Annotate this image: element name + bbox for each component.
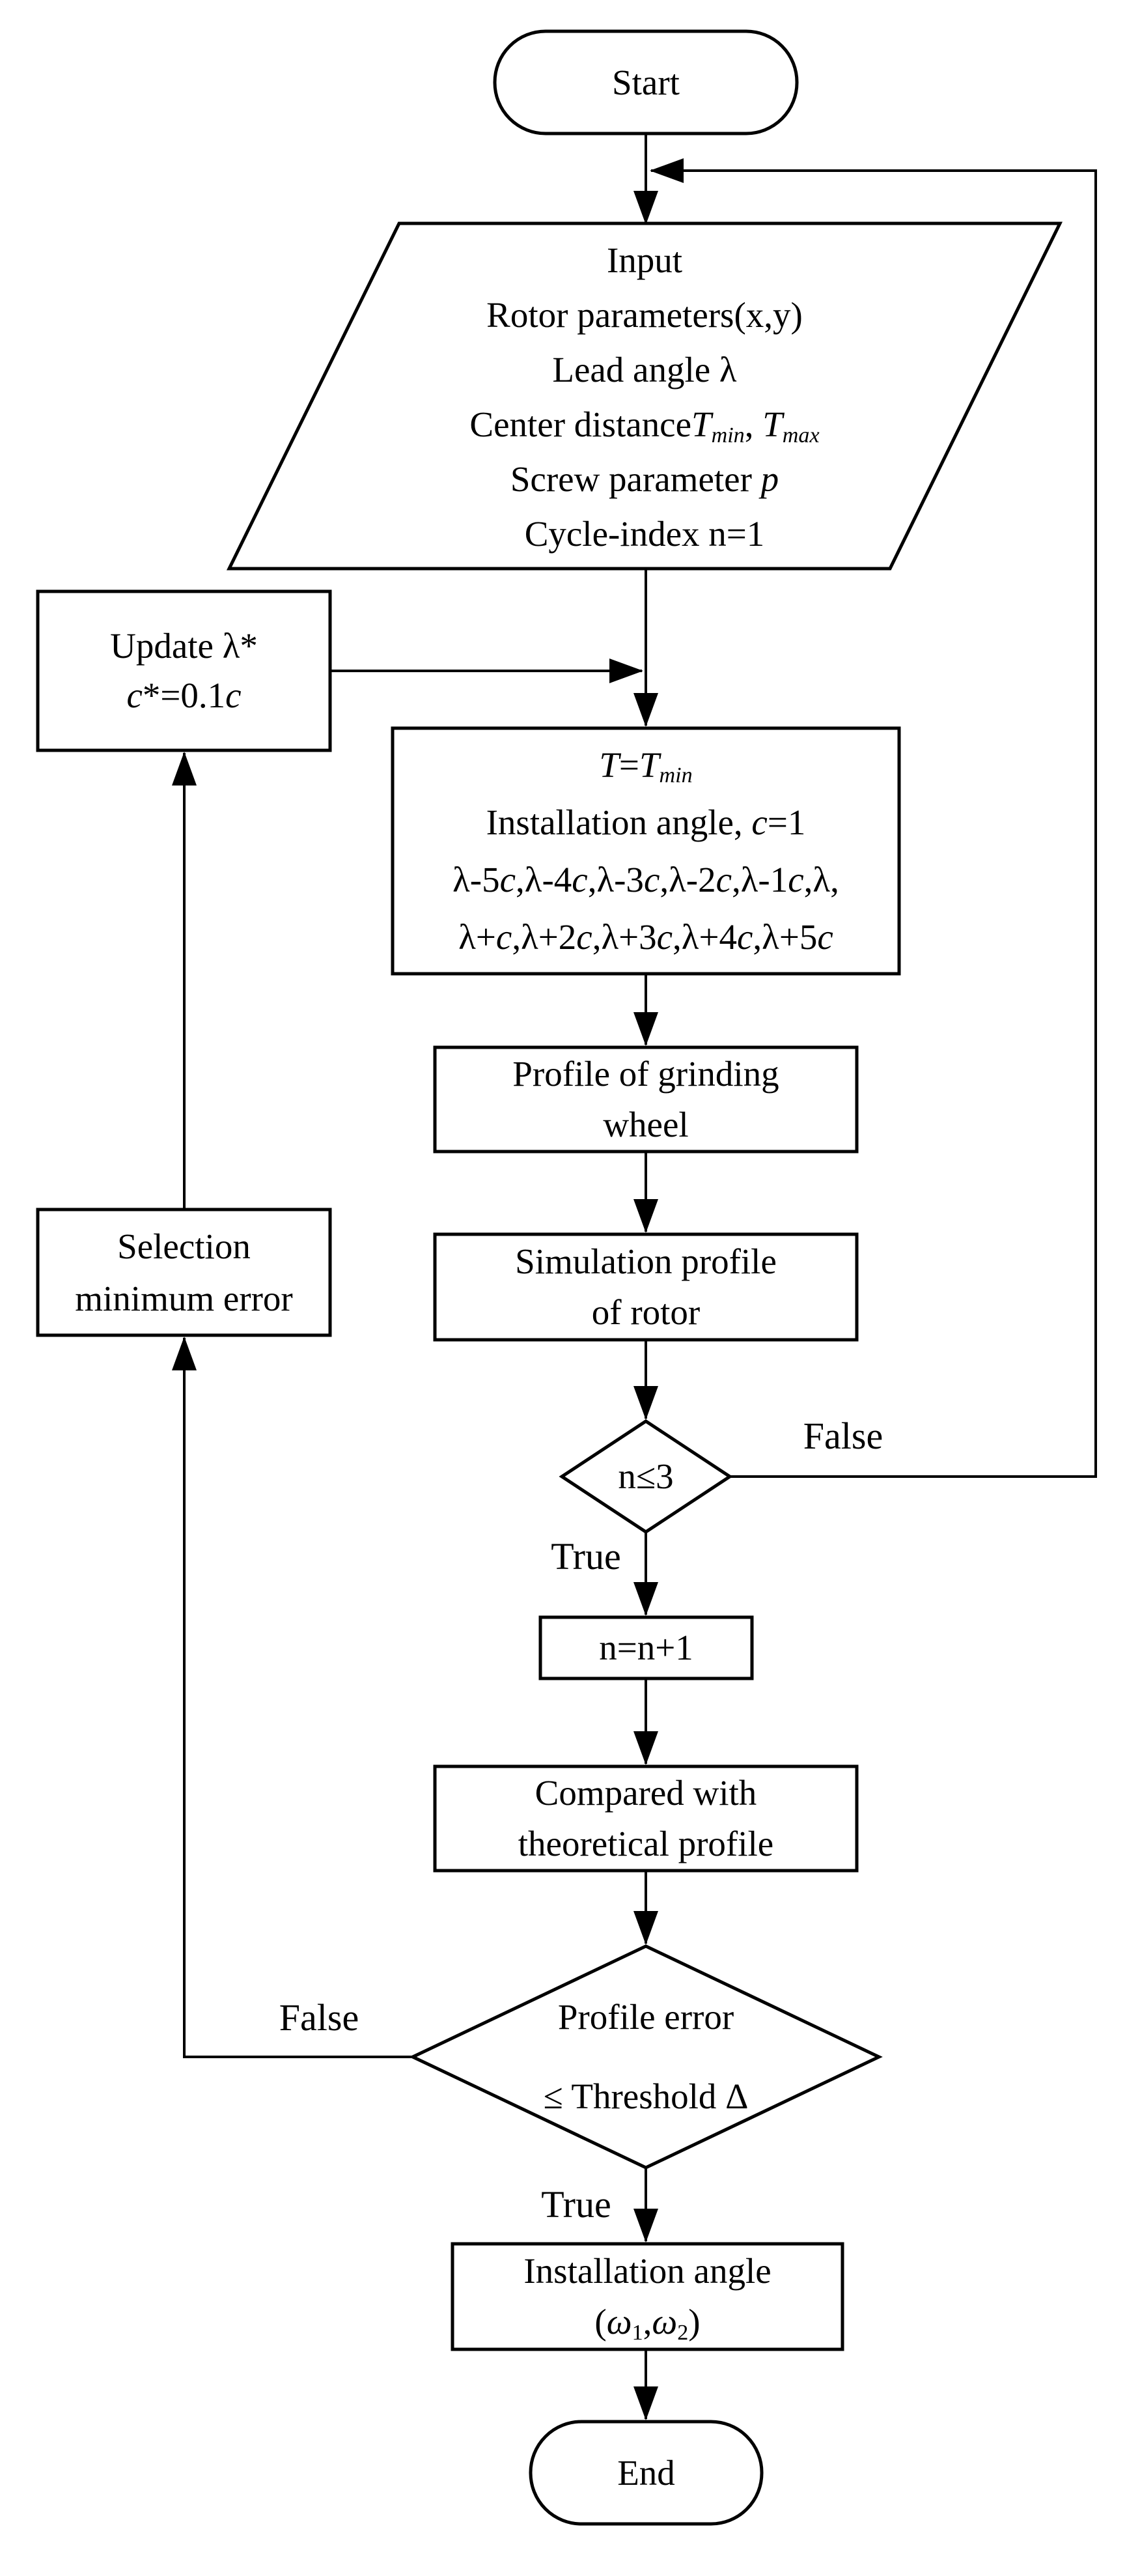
input-line: Input <box>606 240 683 280</box>
input-line: Lead angle λ <box>552 350 737 389</box>
flow-shapes <box>36 29 1063 2526</box>
update-line: c*=0.1c <box>126 675 242 715</box>
decision-error-diamond-shape <box>409 1944 883 2170</box>
increment-box-shape <box>538 1615 754 1680</box>
selection-line: minimum error <box>75 1278 293 1318</box>
selection-line: Selection <box>117 1226 251 1266</box>
grinding-line: wheel <box>603 1105 689 1144</box>
grinding-node: Profile of grinding wheel <box>435 1047 857 1152</box>
init-node: T=Tmin Installation angle, c=1 λ-5c,λ-4c… <box>393 728 899 974</box>
input-node: Input Rotor parameters(x,y) Lead angle λ… <box>229 231 1060 563</box>
result-line: (ω1,ω2) <box>594 2302 701 2345</box>
flow-edges <box>172 134 1097 2420</box>
start-terminal-shape <box>493 29 799 135</box>
decision-error-line: ≤ Threshold Δ <box>543 2076 749 2116</box>
grinding-box-shape <box>433 1045 859 1154</box>
increment-label: n=n+1 <box>599 1628 693 1667</box>
result-line: Installation angle <box>523 2251 772 2291</box>
init-box-shape <box>391 726 901 976</box>
increment-node: n=n+1 <box>540 1617 752 1678</box>
input-line: Screw parameter p <box>510 459 779 499</box>
decision-n-true-label: True <box>551 1535 621 1578</box>
result-box-shape <box>451 2242 844 2351</box>
compare-line: theoretical profile <box>518 1824 774 1863</box>
edge-decision-n-false-loop <box>650 158 1097 1478</box>
decision-error-node: Profile error ≤ Threshold Δ <box>413 1946 879 2168</box>
start-node: Start <box>495 31 797 134</box>
decision-error-line: Profile error <box>557 1997 734 2037</box>
simulation-box-shape <box>433 1232 859 1342</box>
end-node-label: End <box>617 2452 675 2493</box>
init-line: λ+c,λ+2c,λ+3c,λ+4c,λ+5c <box>458 916 833 957</box>
start-node-label: Start <box>612 62 680 102</box>
result-node: Installation angle (ω1,ω2) <box>452 2244 842 2349</box>
end-node: End <box>531 2422 762 2524</box>
decision-n-node: n≤3 <box>562 1421 730 1532</box>
init-line: T=Tmin <box>599 744 693 788</box>
simulation-line: of rotor <box>591 1292 701 1332</box>
update-line: Update λ* <box>110 626 258 666</box>
grinding-line: Profile of grinding <box>512 1054 779 1094</box>
decision-n-label: n≤3 <box>618 1456 674 1496</box>
selection-box-shape <box>36 1208 332 1337</box>
input-line: Center distanceTmin, Tmax <box>469 404 820 447</box>
decision-error-true-label: True <box>541 2183 611 2226</box>
compare-node: Compared with theoretical profile <box>435 1766 857 1871</box>
decision-n-false-label: False <box>803 1415 883 1457</box>
input-line: Cycle-index n=1 <box>524 514 765 554</box>
input-parallelogram-shape <box>226 221 1063 571</box>
update-node: Update λ* c*=0.1c <box>38 591 330 750</box>
decision-n-diamond-shape <box>559 1419 733 1534</box>
compare-line: Compared with <box>535 1773 757 1813</box>
end-terminal-shape <box>529 2420 764 2526</box>
selection-node: Selection minimum error <box>38 1210 330 1335</box>
init-line: Installation angle, c=1 <box>486 802 806 842</box>
decision-error-false-label: False <box>279 1996 359 2039</box>
input-line: Rotor parameters(x,y) <box>486 295 803 335</box>
compare-box-shape <box>433 1764 859 1873</box>
simulation-line: Simulation profile <box>515 1241 777 1281</box>
update-box-shape <box>36 589 332 752</box>
init-line: λ-5c,λ-4c,λ-3c,λ-2c,λ-1c,λ, <box>452 859 839 899</box>
simulation-node: Simulation profile of rotor <box>435 1234 857 1340</box>
edge-decision-error-false-to-selection <box>172 1337 413 2058</box>
